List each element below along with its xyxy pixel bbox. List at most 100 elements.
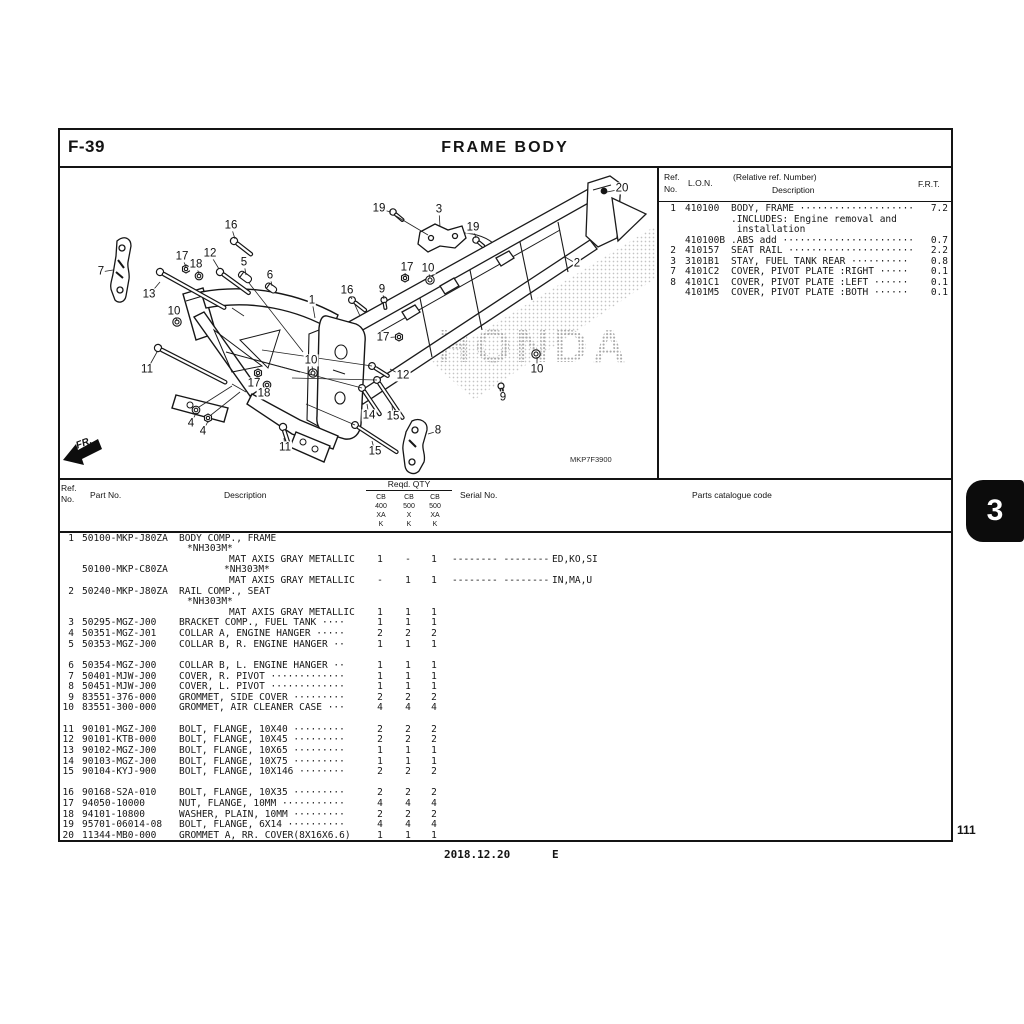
section-code: F-39 xyxy=(68,137,105,156)
callout-11: 11 xyxy=(278,441,292,454)
callout-17: 17 xyxy=(399,261,415,274)
callout-10: 10 xyxy=(303,354,319,367)
exploded-diagram: HONDA xyxy=(63,175,656,475)
callout-7: 7 xyxy=(96,265,106,278)
nut-washer-grommet-icons xyxy=(172,264,541,423)
reftable-header-frt: F.R.T. xyxy=(918,179,940,189)
callout-12: 12 xyxy=(202,247,218,260)
page-number: 111 xyxy=(957,823,976,837)
page-frame-border xyxy=(58,128,953,842)
callout-9: 9 xyxy=(377,283,387,296)
page-title: FRAME BODY xyxy=(441,139,569,156)
parts-header-ref: Ref. xyxy=(61,483,77,493)
chapter-tab[interactable]: 3 xyxy=(966,480,1024,542)
title-divider xyxy=(58,166,951,168)
callout-15: 15 xyxy=(385,410,401,423)
ref-table-row: installation xyxy=(731,224,806,235)
callout-10: 10 xyxy=(529,363,545,376)
qty-header-underline xyxy=(366,490,452,491)
callout-16: 16 xyxy=(339,284,355,297)
callout-10: 10 xyxy=(166,305,182,318)
callout-15: 15 xyxy=(367,445,383,458)
parts-header-bottomline xyxy=(58,531,951,533)
footer-date: 2018.12.20 xyxy=(444,848,511,861)
callout-17: 17 xyxy=(246,377,262,390)
callout-10: 10 xyxy=(420,262,436,275)
fr-arrow-icon xyxy=(63,439,102,465)
callout-11: 11 xyxy=(140,363,154,376)
footer-revision: E xyxy=(552,848,559,861)
parts-header-qty: Reqd. QTY xyxy=(387,479,431,489)
callout-3: 3 xyxy=(434,203,444,216)
callout-13: 13 xyxy=(141,288,157,301)
callout-16: 16 xyxy=(223,219,239,232)
callout-17: 17 xyxy=(375,331,391,344)
callout-5: 5 xyxy=(239,256,249,269)
parts-header-partno: Part No. xyxy=(90,490,122,500)
parts-header-code: Parts catalogue code xyxy=(692,490,772,500)
reftable-header-description: Description xyxy=(772,185,815,195)
main-frame-drawing xyxy=(171,287,366,463)
parts-table-row: *NH303M* xyxy=(187,596,233,608)
bolt-icons xyxy=(153,187,608,455)
callout-20: 20 xyxy=(614,182,630,195)
reftable-header-underline xyxy=(658,201,951,202)
callout-1: 1 xyxy=(307,294,317,307)
callout-9: 9 xyxy=(498,391,508,404)
stay-bracket-part3 xyxy=(417,223,467,253)
reftable-header-ref: Ref. xyxy=(664,172,680,182)
reftable-header-no: No. xyxy=(664,184,678,194)
parts-table-row: *NH303M* xyxy=(187,543,233,555)
callout-4: 4 xyxy=(198,425,208,438)
callout-17: 17 xyxy=(174,250,190,263)
callout-4: 4 xyxy=(186,417,196,430)
callout-19: 19 xyxy=(371,202,387,215)
callout-8: 8 xyxy=(433,424,443,437)
diagram-code-label: MKP7F3900 xyxy=(570,455,612,464)
parts-header-topline xyxy=(58,478,951,480)
ref-table-row: .INCLUDES: Engine removal and xyxy=(731,213,897,225)
callout-18: 18 xyxy=(188,258,204,271)
ref-table-row: 410100B.ABS add ·······················0… xyxy=(685,234,948,246)
pivot-plate-part8 xyxy=(402,418,428,475)
reftable-header-relative: (Relative ref. Number) xyxy=(733,172,817,182)
callout-19: 19 xyxy=(465,221,481,234)
seat-rail-drawing xyxy=(344,175,648,405)
parts-table-row: 50100-MKP-C80ZA*NH303M* xyxy=(82,564,270,576)
parts-header-description: Description xyxy=(224,490,267,500)
callout-14: 14 xyxy=(361,409,377,422)
callout-18: 18 xyxy=(256,387,272,400)
pivot-plate-part7 xyxy=(110,237,132,303)
parts-header-serial: Serial No. xyxy=(460,490,498,500)
